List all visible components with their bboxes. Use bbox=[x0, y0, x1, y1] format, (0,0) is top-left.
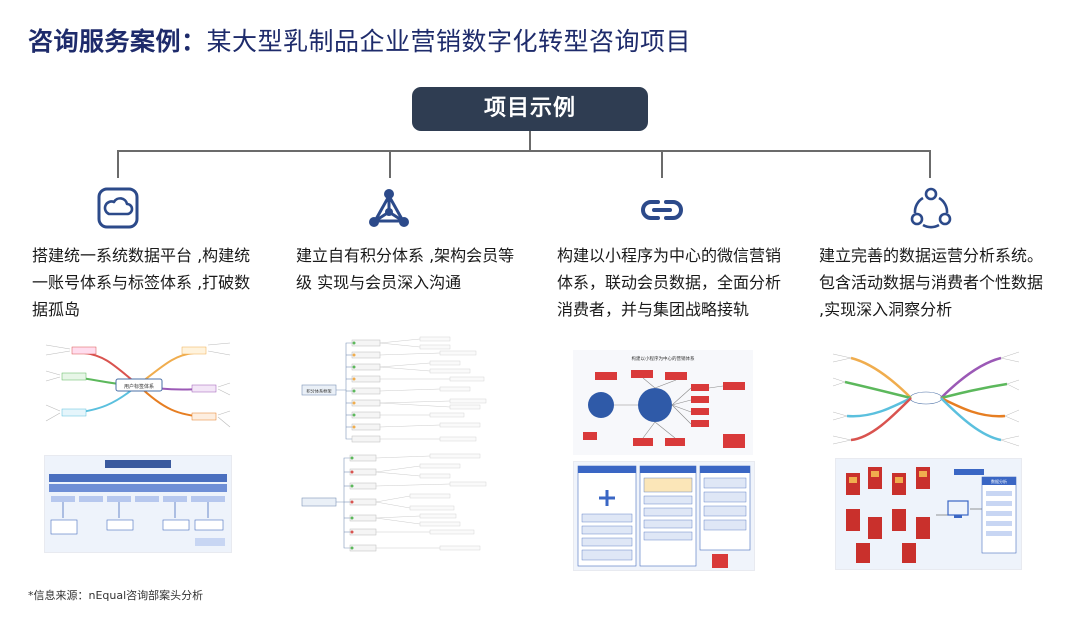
column-4-description: 建立完善的数据运营分析系统。包含活动数据与消费者个性数据 ,实现深入洞察分析 bbox=[819, 246, 1044, 319]
mini-program-diagram-title: 构建以小程序为中心的营销体系 bbox=[632, 355, 695, 362]
member-level-tree-thumbnail bbox=[300, 452, 490, 556]
analysis-mindmap-thumbnail bbox=[831, 348, 1021, 448]
source-footnote: *信息来源：nEqual咨询部案头分析 bbox=[28, 589, 204, 602]
connector-branch-1 bbox=[117, 150, 119, 178]
network-icon bbox=[369, 189, 409, 227]
connector-vertical-main bbox=[529, 131, 531, 150]
tag-mindmap-center-label: 用户标签体系 bbox=[124, 383, 154, 390]
connector-horizontal bbox=[117, 150, 931, 152]
data-analysis-panel-title: 数据分析 bbox=[991, 478, 1007, 484]
column-1-description: 搭建统一系统数据平台 ,构建统一账号体系与标签体系 ,打破数据孤岛 bbox=[32, 246, 251, 319]
data-platform-flow-thumbnail bbox=[44, 455, 232, 553]
connector-branch-2 bbox=[389, 150, 391, 178]
cycle-icon bbox=[910, 187, 952, 229]
data-analysis-flow-thumbnail: 数据分析 bbox=[835, 458, 1022, 570]
project-example-badge: 项目示例 bbox=[412, 87, 648, 131]
connector-branch-3 bbox=[661, 150, 663, 178]
link-icon bbox=[641, 200, 683, 220]
points-system-root-label: 积分体系框架 bbox=[306, 388, 331, 395]
connector-branch-4 bbox=[929, 150, 931, 178]
member-linkage-flow-thumbnail bbox=[573, 461, 755, 571]
column-2-description: 建立自有积分体系 ,架构会员等级 实现与会员深入沟通 bbox=[296, 246, 515, 292]
mini-program-diagram-thumbnail: 构建以小程序为中心的营销体系 bbox=[573, 350, 753, 455]
points-system-tree-thumbnail: 积分体系框架 bbox=[300, 335, 490, 445]
tag-mindmap-thumbnail: 用户标签体系 bbox=[44, 335, 232, 447]
column-3-description: 构建以小程序为中心的微信营销体系，联动会员数据，全面分析消费者，并与集团战略接轨 bbox=[557, 246, 782, 319]
page-title: 咨询服务案例：某大型乳制品企业营销数字化转型咨询项目 bbox=[28, 27, 692, 56]
cloud-icon bbox=[97, 187, 139, 229]
